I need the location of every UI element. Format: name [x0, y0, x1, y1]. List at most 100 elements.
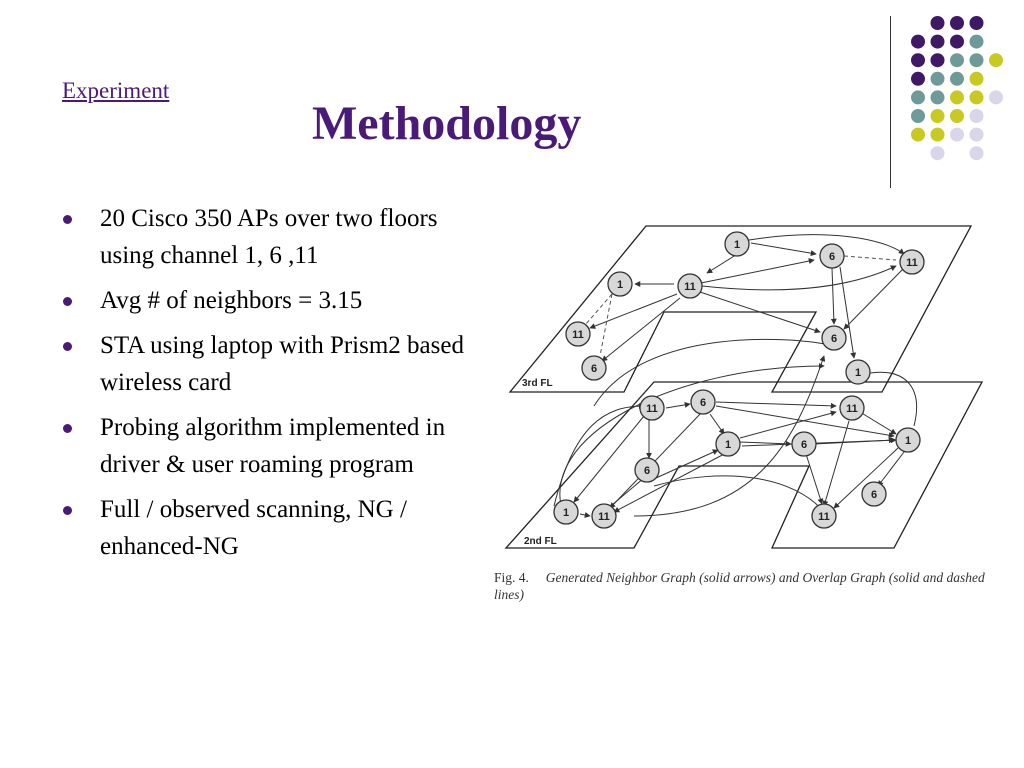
- decorative-dot: [950, 90, 964, 105]
- decorative-dot: [969, 90, 984, 105]
- page-title: Methodology: [312, 97, 582, 150]
- decorative-dot: [930, 109, 945, 123]
- floor-2-node-circle: [553, 499, 579, 525]
- decorative-dot: [911, 71, 925, 86]
- graph-dashed-edge: [585, 293, 613, 325]
- decorative-dot: [950, 109, 964, 123]
- floor-3-node-circle: [845, 359, 871, 385]
- floor-2-label: 2nd FL: [524, 536, 557, 547]
- graph-edge: [655, 449, 719, 479]
- floor-2-node-label: 6: [871, 489, 877, 501]
- floor-3-node: 1: [845, 359, 871, 385]
- graph-edge: [877, 451, 905, 487]
- floor-3-node-circle: [607, 271, 633, 297]
- floor-2-node-label: 11: [598, 511, 610, 523]
- floor-2-node-label: 6: [700, 397, 706, 409]
- floor-2-node: 1: [895, 427, 921, 453]
- decorative-dot: [989, 53, 1003, 68]
- decorative-dot: [950, 127, 964, 142]
- graph-edge: [813, 437, 895, 445]
- floor-3-outline: [508, 225, 973, 393]
- graph-edge: [665, 401, 691, 409]
- decorative-dot: [969, 109, 984, 123]
- decorative-dot: [989, 90, 1003, 105]
- floor-2-node: 11: [839, 395, 865, 421]
- graph-edge: [633, 355, 826, 517]
- decorative-dot: [930, 146, 945, 161]
- graph-edge: [715, 401, 837, 409]
- floor-2-node: 11: [811, 503, 837, 529]
- decorative-dot: [969, 71, 984, 86]
- graph-edge: [573, 415, 645, 503]
- decorative-dot: [969, 127, 984, 142]
- graph-edge: [863, 370, 918, 427]
- graph-edge: [830, 267, 837, 325]
- floor-2-node: 11: [639, 395, 665, 421]
- floor-3-node-circle: [565, 321, 591, 347]
- floor-2-node-circle: [690, 389, 716, 415]
- floor-3-node-circle: [677, 273, 703, 299]
- floor-3-node-circle: [899, 249, 925, 275]
- graph-edge: [739, 410, 837, 439]
- decorative-dot: [969, 34, 984, 49]
- floor-2-node-circle: [591, 503, 617, 529]
- decorative-dot: [950, 53, 964, 68]
- floor-3-node-label: 11: [572, 329, 584, 341]
- floor-2-node-label: 11: [646, 403, 658, 415]
- decorative-dot: [950, 34, 964, 49]
- decorative-dot: [969, 53, 984, 68]
- graph-edge: [579, 512, 591, 518]
- caption-text: Generated Neighbor Graph (solid arrows) …: [494, 570, 985, 602]
- floor-2-node-circle: [839, 395, 865, 421]
- floor-3-node-circle: [819, 243, 845, 269]
- graph-edge: [701, 265, 897, 291]
- graph-edge: [605, 477, 645, 511]
- graph-edge: [805, 453, 824, 505]
- floor-3-node: 1: [607, 271, 633, 297]
- floor-3-node: 6: [821, 325, 847, 351]
- experiment-link[interactable]: Experiment: [62, 78, 170, 103]
- floor-3-node-label: 11: [684, 281, 696, 293]
- decorative-dot: [930, 16, 945, 30]
- graph-edge: [593, 338, 835, 407]
- floor-3-node-label: 11: [906, 257, 918, 269]
- decorative-dot: [930, 71, 945, 86]
- floor-3-node: 6: [819, 243, 845, 269]
- floor-3-node-label: 1: [617, 279, 623, 291]
- floor-2-node-label: 1: [563, 507, 569, 519]
- floor-3-node-circle: [724, 231, 750, 257]
- floor-2-node-circle: [715, 431, 741, 457]
- graph-edge: [553, 403, 645, 507]
- floor-2-node: 11: [591, 503, 617, 529]
- bullet-item: Avg # of neighbors = 3.15: [60, 282, 490, 319]
- floor-3-node-label: 1: [734, 239, 740, 251]
- floor-3-node-label: 6: [829, 251, 835, 263]
- decorative-dot: [930, 34, 945, 49]
- bullet-item: Probing algorithm implemented in driver …: [60, 409, 490, 483]
- decorative-dot: [930, 90, 945, 105]
- floor-3-node: 11: [677, 273, 703, 299]
- graph-edge: [833, 447, 899, 509]
- floor-2-node-circle: [895, 427, 921, 453]
- floor-2-node: 1: [715, 431, 741, 457]
- bullet-item: 20 Cisco 350 APs over two floors using c…: [60, 200, 490, 274]
- decorative-dot: [930, 53, 945, 68]
- graph-edge: [699, 291, 821, 334]
- decorative-dot: [930, 127, 945, 142]
- floor-2-node-circle: [861, 481, 887, 507]
- floor-3-node-circle: [821, 325, 847, 351]
- graph-edge: [843, 267, 905, 330]
- floor-2-node-label: 6: [801, 439, 807, 451]
- graph-edge: [750, 242, 817, 257]
- decorative-dot: [911, 109, 925, 123]
- floor-2-node-label: 6: [644, 465, 650, 477]
- graph-dashed-edge: [843, 255, 897, 261]
- decorative-dot: [969, 146, 984, 161]
- floor-2-node: 6: [634, 457, 660, 483]
- bullet-item: Full / observed scanning, NG / enhanced-…: [60, 491, 490, 565]
- bullet-item: STA using laptop with Prism2 based wirel…: [60, 327, 490, 401]
- floor-2-node-label: 11: [818, 511, 830, 523]
- figure-caption: Fig. 4. Generated Neighbor Graph (solid …: [494, 569, 994, 603]
- floor-3-label: 3rd FL: [522, 378, 553, 389]
